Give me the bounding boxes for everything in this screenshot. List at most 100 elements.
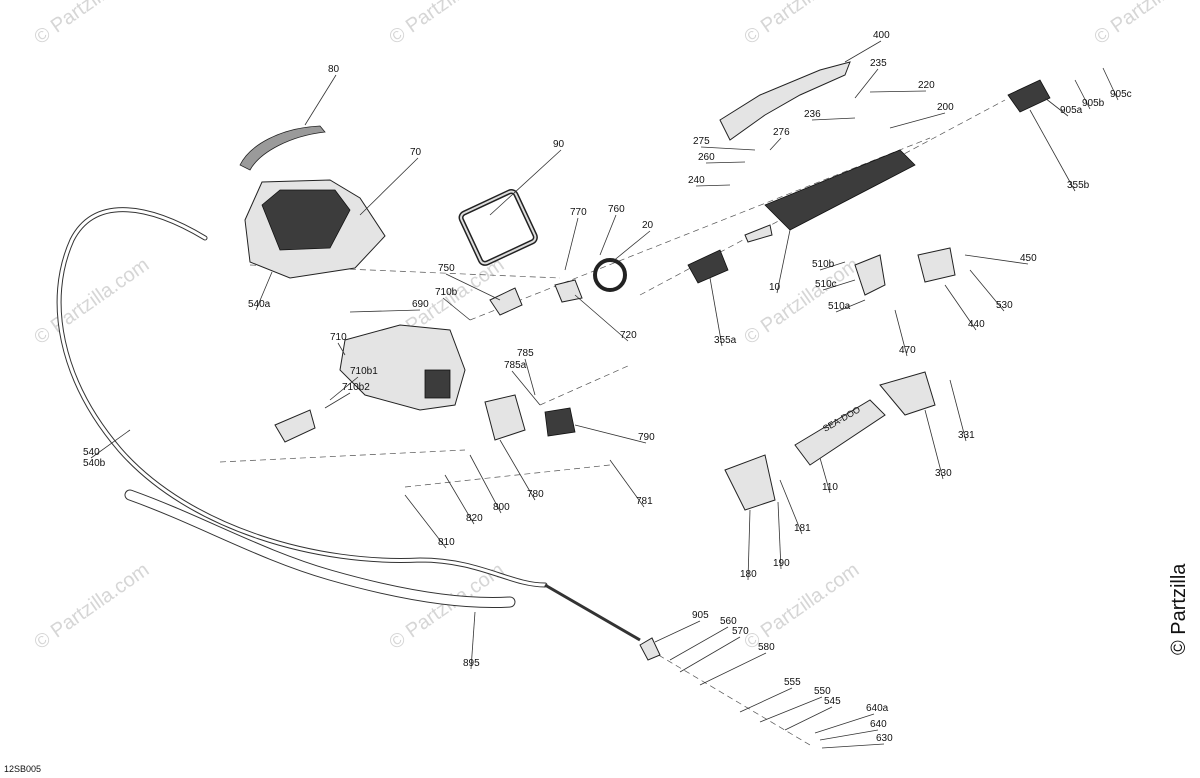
- leader-540: [90, 429, 131, 459]
- leader-235: [854, 68, 879, 99]
- leader-355a: [709, 277, 723, 347]
- label-355a: 355a: [714, 335, 737, 346]
- leader-750: [445, 273, 501, 301]
- leader-895: [470, 611, 476, 670]
- part-440-throttle: [917, 247, 956, 283]
- label-181: 181: [794, 523, 811, 534]
- leader-710b: [442, 297, 471, 321]
- leader-276: [769, 137, 782, 151]
- label-235: 235: [870, 58, 887, 69]
- label-800: 800: [493, 502, 510, 513]
- leader-550: [759, 696, 823, 723]
- part-790-switch: [544, 407, 576, 437]
- label-276: 276: [773, 127, 790, 138]
- label-220: 220: [918, 80, 935, 91]
- leader-331: [949, 379, 967, 442]
- label-710b: 710b: [435, 287, 458, 298]
- label-200: 200: [937, 102, 954, 113]
- part-905-sleeve: [639, 637, 661, 661]
- label-640a: 640a: [866, 703, 889, 714]
- leader-540a: [255, 271, 273, 311]
- watermark-3: © Partzilla.com: [1090, 0, 1200, 49]
- leader-905a: [1044, 97, 1069, 117]
- label-905: 905: [692, 610, 709, 621]
- leader-400: [844, 40, 882, 63]
- label-785: 785: [517, 348, 534, 359]
- label-440: 440: [968, 319, 985, 330]
- label-510b: 510b: [812, 259, 835, 270]
- label-470: 470: [899, 345, 916, 356]
- leader-630: [821, 743, 885, 749]
- leader-785: [524, 358, 536, 396]
- label-570: 570: [732, 626, 749, 637]
- leader-820: [444, 474, 475, 525]
- part-110-cover: [794, 399, 886, 466]
- label-80: 80: [328, 64, 340, 75]
- label-550: 550: [814, 686, 831, 697]
- label-905b: 905b: [1082, 98, 1105, 109]
- leader-355b: [1029, 109, 1076, 192]
- leader-640a: [814, 713, 875, 734]
- leader-470: [894, 309, 908, 357]
- label-710: 710: [330, 332, 347, 343]
- leader-200: [889, 112, 946, 129]
- label-781: 781: [636, 496, 653, 507]
- label-331: 331: [958, 430, 975, 441]
- label-90: 90: [553, 139, 565, 150]
- hose-895: [124, 489, 516, 608]
- leader-545: [784, 706, 833, 731]
- leader-905b: [1074, 79, 1091, 110]
- label-190: 190: [773, 558, 790, 569]
- label-240: 240: [688, 175, 705, 186]
- label-540: 540: [83, 447, 100, 458]
- label-760: 760: [608, 204, 625, 215]
- leader-110: [819, 457, 831, 494]
- leader-640: [819, 729, 879, 741]
- part-355b-grip: [1007, 79, 1051, 113]
- watermark-9: © Partzilla.com: [740, 559, 863, 654]
- part-355a-grip: [687, 249, 729, 284]
- label-110: 110: [822, 482, 838, 493]
- watermark-4: © Partzilla.com: [30, 254, 153, 349]
- leader-510a: [835, 299, 866, 313]
- leader-780: [499, 439, 536, 501]
- leader-236: [811, 117, 856, 121]
- leader-275: [700, 146, 756, 151]
- leader-800: [469, 454, 502, 514]
- part-780-module: [484, 394, 526, 441]
- label-720: 720: [620, 330, 637, 341]
- label-630: 630: [876, 733, 893, 744]
- label-820: 820: [466, 513, 483, 524]
- label-236: 236: [804, 109, 821, 120]
- leader-570: [679, 636, 741, 673]
- leader-80: [304, 74, 337, 126]
- leader-790: [574, 424, 647, 444]
- leader-510b: [819, 261, 846, 271]
- leader-810: [404, 494, 447, 549]
- part-720-cap: [554, 279, 583, 303]
- label-260: 260: [698, 152, 715, 163]
- part-510-clamp: [854, 254, 886, 296]
- leader-710b1: [329, 376, 359, 401]
- leader-220: [869, 90, 927, 93]
- leader-905c: [1102, 67, 1119, 101]
- watermark-1: © Partzilla.com: [385, 0, 508, 49]
- cable-540: [56, 207, 641, 642]
- label-710b2: 710b2: [342, 382, 370, 393]
- leader-440: [944, 284, 977, 331]
- label-275: 275: [693, 136, 710, 147]
- leader-710b2: [324, 392, 351, 409]
- part-400-cover: [719, 61, 851, 141]
- label-70: 70: [410, 147, 422, 158]
- leader-710: [337, 342, 346, 356]
- leader-181: [779, 479, 803, 535]
- label-180: 180: [740, 569, 757, 580]
- label-540a: 540a: [248, 299, 271, 310]
- leader-510c: [822, 279, 856, 291]
- leader-190: [777, 501, 782, 570]
- part-180-housing: [724, 454, 776, 511]
- label-530: 530: [996, 300, 1013, 311]
- label-640: 640: [870, 719, 887, 730]
- leader-690: [349, 309, 421, 313]
